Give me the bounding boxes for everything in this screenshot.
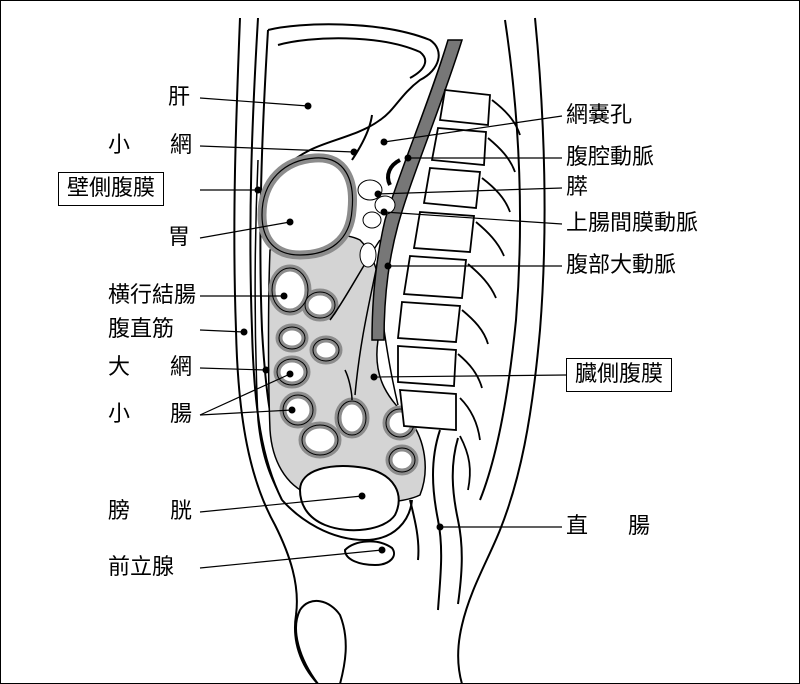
label-omental-foramen: 網嚢孔 (566, 103, 633, 128)
intestine-loop-outlines (271, 267, 416, 473)
label-rectus-abdominis: 腹直筋 (108, 317, 175, 342)
spine-vertebrae (397, 89, 491, 431)
spinal-processes (457, 99, 521, 491)
label-transverse-colon: 横行結腸 (108, 283, 197, 308)
label-parietal-peritoneum: 壁側腹膜 (58, 172, 165, 206)
label-greater-omentum-1: 大 (108, 355, 131, 380)
stomach-shape (257, 153, 357, 260)
leader-lines-right (373, 115, 567, 528)
label-small-intestine-2: 腸 (170, 402, 193, 427)
label-visceral-peritoneum: 臓側腹膜 (566, 358, 673, 392)
leader-lines-left (199, 97, 383, 569)
label-celiac-artery: 腹腔動脈 (566, 145, 655, 170)
aorta-shape (371, 39, 464, 341)
parietal-peritoneum-lines (254, 159, 283, 501)
label-rectum-1: 直 (566, 514, 589, 539)
label-small-intestine-1: 小 (108, 402, 131, 427)
celiac-artery-branch (386, 158, 401, 186)
label-lesser-omentum-1: 小 (108, 133, 131, 158)
label-greater-omentum-2: 網 (170, 355, 193, 380)
label-stomach: 胃 (168, 225, 191, 250)
bladder-shape (281, 465, 413, 542)
label-liver: 肝 (168, 85, 191, 110)
label-superior-mesenteric-artery: 上腸間膜動脈 (566, 211, 699, 236)
lesser-omentum-strand (351, 114, 373, 161)
label-abdominal-aorta: 腹部大動脈 (566, 253, 677, 278)
label-prostate: 前立腺 (108, 555, 175, 580)
rectum-shape (409, 429, 463, 611)
label-bladder-2: 胱 (170, 499, 193, 524)
pancreas-cluster (357, 179, 396, 268)
label-pancreas: 膵 (566, 175, 589, 200)
anchor-dots (240, 102, 444, 554)
label-lesser-omentum-2: 網 (170, 133, 193, 158)
label-rectum-2: 腸 (628, 514, 651, 539)
label-bladder-1: 膀 (108, 499, 131, 524)
